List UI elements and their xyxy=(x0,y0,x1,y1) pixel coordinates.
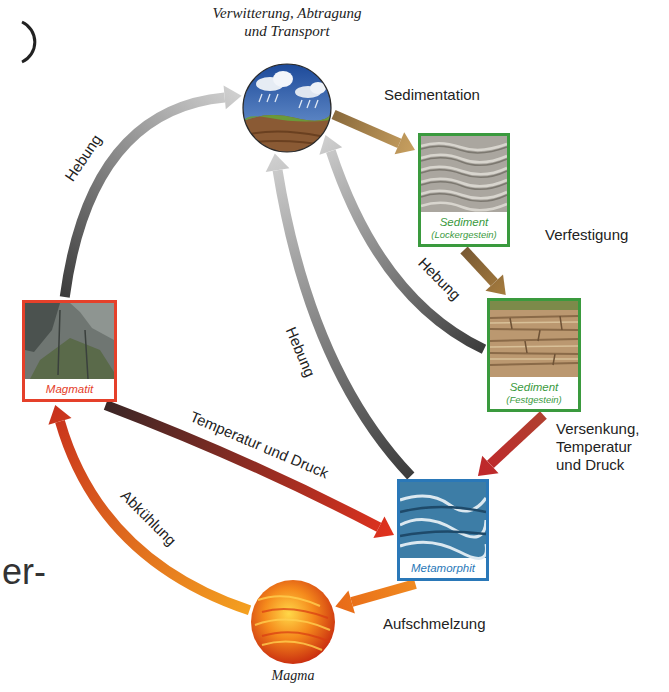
circle-caption: Magma xyxy=(243,668,343,683)
cycle-arrow xyxy=(65,85,242,297)
arrow-head xyxy=(48,405,71,425)
rock-subtitle: (Festgestein) xyxy=(490,394,578,406)
rock-name: Metamorphit xyxy=(400,561,486,575)
rock-box: Sediment(Festgestein) xyxy=(487,298,581,412)
arrow-shaft xyxy=(331,151,484,349)
arrow-shaft xyxy=(278,170,411,476)
rock-name: Sediment xyxy=(421,215,507,229)
rock-subtitle: (Lockergestein) xyxy=(421,229,507,241)
solid-sediment-photo xyxy=(490,301,578,377)
edge-label: Hebung xyxy=(281,324,318,379)
slide-text-fragment: er- xyxy=(2,552,46,592)
cycle-arrow xyxy=(478,415,543,476)
weathering-picture xyxy=(243,64,331,152)
arrow-shaft xyxy=(490,415,543,464)
cycle-arrow xyxy=(266,153,411,476)
arrow-head xyxy=(485,274,505,295)
cycle-arrow xyxy=(335,584,415,614)
arrow-shaft xyxy=(464,250,494,283)
edge-label: Sedimentation xyxy=(384,86,480,104)
edge-label: Versenkung, Temperatur und Druck xyxy=(556,420,656,474)
edge-label: Hebung xyxy=(414,254,464,304)
rock-box: Metamorphit xyxy=(397,479,489,581)
rock-box: Sediment(Lockergestein) xyxy=(418,133,510,247)
arrow-shaft xyxy=(60,421,250,610)
cycle-arrow xyxy=(319,135,484,349)
arrow-head xyxy=(224,85,242,109)
rock-box: Magmatit xyxy=(22,300,117,402)
arrow-head xyxy=(373,517,394,538)
arrow-head xyxy=(478,456,499,476)
magma-picture xyxy=(251,580,335,664)
cut-letter-fragment xyxy=(22,22,35,62)
rock-name: Magmatit xyxy=(25,382,114,396)
arrow-head xyxy=(335,590,355,613)
arrow-shaft xyxy=(65,97,225,297)
arrow-shaft xyxy=(352,584,416,602)
process-circle: Verwitterung, Abtragung und Transport xyxy=(187,4,387,152)
edge-label: Aufschmelzung xyxy=(383,615,486,633)
arrow-shaft xyxy=(334,115,400,144)
weathering-circle-outline xyxy=(243,64,331,152)
cycle-arrow xyxy=(334,115,415,155)
magmatite-photo xyxy=(25,303,114,379)
arrow-head xyxy=(319,135,342,155)
circle-caption: Verwitterung, Abtragung und Transport xyxy=(205,4,370,40)
rock-name: Sediment xyxy=(490,380,578,394)
arrow-head xyxy=(395,132,415,154)
arrow-head xyxy=(266,153,290,172)
magma-circle: Magma xyxy=(243,580,343,683)
edge-label: Verfestigung xyxy=(545,226,628,244)
loose-sediment-photo xyxy=(421,136,507,212)
metamorphite-photo xyxy=(400,482,486,558)
cycle-arrow xyxy=(464,250,506,295)
